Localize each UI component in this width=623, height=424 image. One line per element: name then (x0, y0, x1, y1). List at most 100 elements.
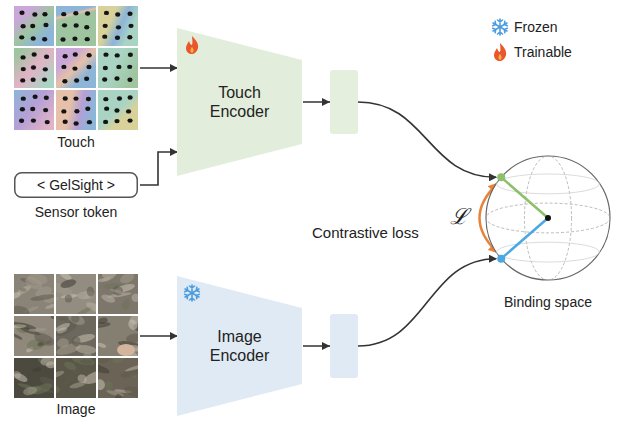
drawing-part (501, 218, 548, 259)
snowflake-icon (492, 19, 508, 35)
drawing-part (61, 65, 66, 69)
node-text: Image Encoder (195, 327, 285, 365)
drawing-part (19, 35, 24, 39)
drawing-part (115, 36, 120, 40)
drawing-part (74, 23, 79, 27)
drawing-part (98, 361, 111, 375)
drawing-part (125, 332, 138, 344)
drawing-part (114, 76, 119, 80)
drawing-part (27, 274, 48, 286)
drawing-part (32, 52, 37, 56)
drawing-part (71, 336, 80, 347)
drawing-part (115, 12, 120, 16)
drawing-part (84, 77, 89, 81)
node-caption: Image (0, 401, 178, 417)
drawing-part (101, 274, 117, 280)
legend-text: Trainable (514, 44, 572, 60)
drawing-part (20, 107, 25, 111)
drawing-part (72, 66, 77, 70)
drawing-part (123, 384, 138, 398)
drawing-part (497, 174, 600, 194)
drawing-part (56, 369, 65, 380)
tactile-tile (98, 90, 138, 130)
drawing-part (76, 373, 88, 385)
encoder-shape (177, 28, 302, 176)
drawing-part (39, 358, 54, 368)
drawing-part (56, 296, 60, 301)
drawing-part (127, 35, 132, 39)
drawing-part (31, 77, 36, 81)
drawing-part (85, 37, 90, 41)
drawing-part (127, 318, 138, 332)
drawing-part (124, 362, 138, 372)
drawing-part (86, 65, 91, 69)
token-box (15, 173, 138, 198)
drawing-part (56, 386, 61, 394)
connector-arrow (140, 67, 177, 69)
drawing-part (30, 24, 35, 28)
drawing-part (14, 48, 54, 88)
drawing-part (44, 302, 54, 310)
flame-icon (494, 43, 506, 61)
drawing-part (64, 375, 75, 383)
drawing-part (78, 292, 86, 295)
drawing-part (121, 298, 132, 311)
encoder-trapezoid: Touch Encoder (177, 28, 302, 176)
drawing-part (59, 278, 77, 290)
tactile-tile (56, 90, 96, 130)
photo-tile (14, 274, 54, 314)
drawing-part (22, 385, 38, 396)
drawing-part (98, 358, 110, 364)
photo-tile (14, 316, 54, 356)
drawing-part (87, 120, 92, 124)
drawing-part (106, 389, 125, 398)
drawing-part (14, 320, 37, 331)
node-caption: Touch (0, 134, 178, 150)
image-tiles: Image (14, 274, 138, 398)
drawing-part (60, 37, 65, 41)
drawing-part (109, 288, 126, 296)
drawing-part (85, 107, 90, 111)
drawing-part (74, 78, 79, 82)
drawing-part (85, 11, 90, 15)
drawing-part (84, 25, 89, 29)
arrowhead (322, 342, 330, 350)
drawing-part (64, 294, 72, 303)
drawing-part (104, 11, 109, 15)
drawing-part (98, 48, 138, 88)
touch-images: Touch (14, 6, 138, 130)
drawing-part (31, 36, 36, 40)
drawing-part (103, 97, 108, 101)
drawing-part (127, 78, 132, 82)
drawing-part (14, 291, 22, 300)
image-embedding (330, 314, 358, 378)
drawing-part (14, 371, 29, 383)
drawing-part (66, 316, 87, 328)
drawing-part (63, 120, 68, 124)
drawing-part (115, 53, 120, 57)
drawing-part (83, 352, 92, 356)
connector-arrow (140, 335, 177, 337)
drawing-part (33, 95, 38, 99)
drawing-part (44, 96, 49, 100)
drawing-part (127, 65, 132, 69)
drawing-part (114, 108, 119, 112)
touch-shape (14, 6, 138, 130)
loss-symbol: ℒ (450, 200, 468, 230)
drawing-part (85, 300, 96, 314)
tactile-tile (14, 48, 54, 88)
drawing-part (21, 67, 26, 71)
drawing-part (114, 119, 119, 123)
binding-sphere: Binding space (486, 156, 610, 280)
drawing-part (117, 344, 135, 356)
drawing-part (32, 330, 54, 348)
drawing-part (21, 24, 26, 28)
drawing-part (31, 65, 36, 69)
drawing-part (72, 37, 77, 41)
drawing-part (87, 53, 92, 57)
drawing-part (98, 379, 106, 391)
drawing-part (100, 293, 116, 305)
drawing-part (103, 120, 108, 124)
drawing-part (98, 6, 138, 46)
drawing-part (497, 255, 505, 263)
